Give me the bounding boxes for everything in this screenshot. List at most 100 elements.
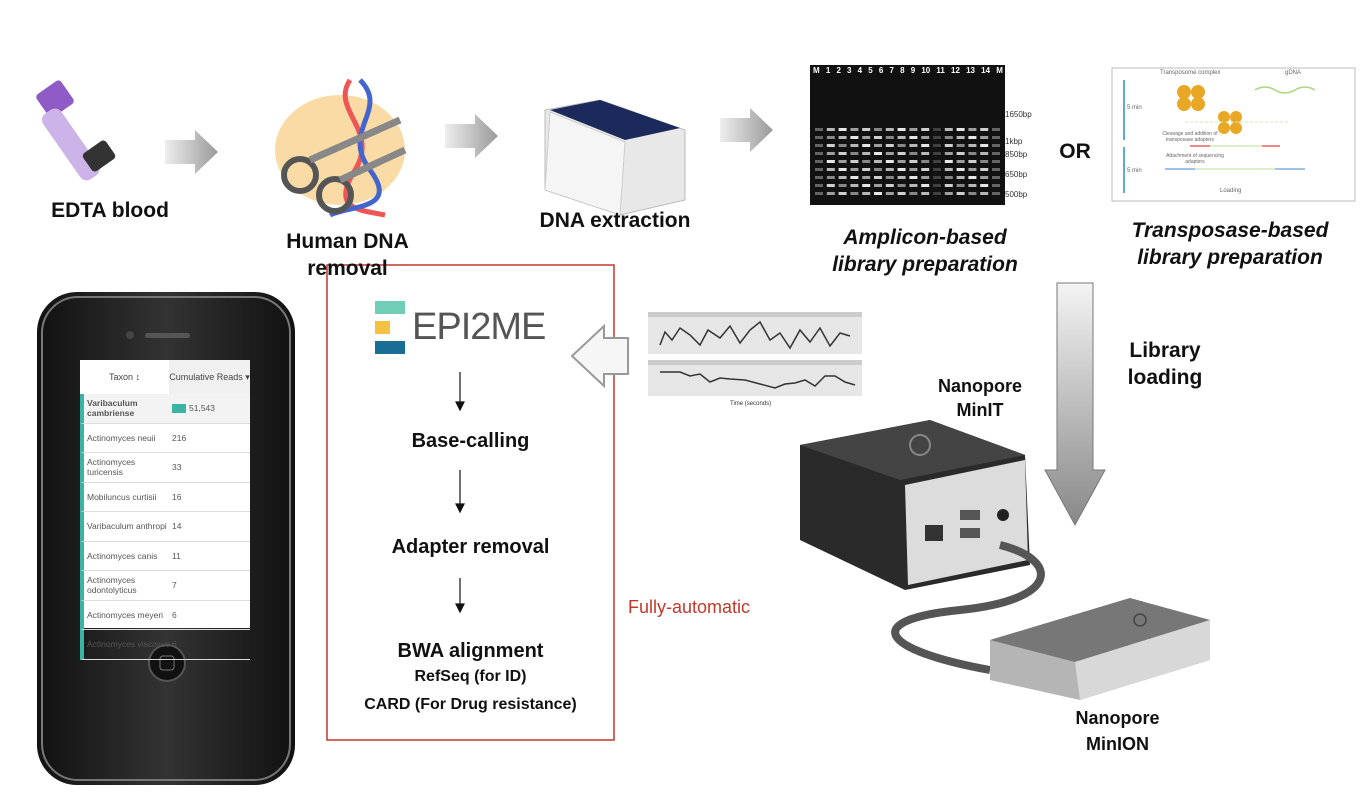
step-bwa-alignment: BWA alignment xyxy=(397,640,544,662)
gel-band xyxy=(968,128,977,131)
taxon-cell: Actinomyces viscosus xyxy=(87,639,171,650)
dna-extraction-machine-icon xyxy=(544,99,686,216)
gel-marker-label: 1kbp xyxy=(1005,137,1023,146)
gel-lane-label: 1 xyxy=(825,66,831,75)
gel-band xyxy=(944,184,953,187)
taxon-cell: Varibaculum anthropi xyxy=(87,521,167,532)
gel-electrophoresis-image xyxy=(810,65,1005,205)
reads-value: 6 xyxy=(172,609,177,620)
gel-band xyxy=(921,144,930,147)
signal-trace xyxy=(660,371,856,389)
gel-band xyxy=(874,152,882,155)
gel-band xyxy=(980,136,989,139)
gel-band xyxy=(980,176,989,179)
reads-cell: 14 xyxy=(172,521,250,531)
gel-band xyxy=(885,160,894,163)
gel-band xyxy=(862,136,871,139)
gel-band xyxy=(933,192,941,195)
gel-marker-label: 650bp xyxy=(1005,170,1028,179)
gel-band xyxy=(944,136,953,139)
reads-value: 6 xyxy=(172,639,177,650)
gel-band xyxy=(980,152,989,155)
scissors-dna-icon xyxy=(275,78,407,218)
gel-band xyxy=(944,152,953,155)
label-line: Human DNA xyxy=(286,230,409,253)
gel-band xyxy=(992,184,1000,187)
reads-value: 16 xyxy=(172,491,182,502)
column-header-cumulative-reads[interactable]: Cumulative Reads ▾ xyxy=(169,360,250,394)
label-line: MinION xyxy=(1086,734,1149,754)
usb-cable xyxy=(891,541,1045,674)
table-row[interactable]: Actinomyces meyeri 6 xyxy=(80,600,250,630)
gel-band xyxy=(815,152,823,155)
arrow-right-icon xyxy=(445,114,498,158)
gel-band xyxy=(933,168,941,171)
minion-label: Nanopore MinION xyxy=(1050,705,1185,757)
gel-band xyxy=(874,136,882,139)
gel-band xyxy=(826,192,835,195)
gel-band xyxy=(980,192,989,195)
gel-band xyxy=(933,184,941,187)
reads-value: 33 xyxy=(172,462,182,473)
reads-value: 51,543 xyxy=(189,403,215,414)
label-line: Transposase-based xyxy=(1131,219,1329,242)
gel-band xyxy=(933,176,941,179)
label-line: Nanopore xyxy=(1075,708,1160,728)
gel-band xyxy=(850,152,859,155)
minit-label: Nanopore MinIT xyxy=(915,374,1045,422)
step-transposase-library: Transposase-based library preparation xyxy=(1110,217,1350,271)
gel-marker-label: 1650bp xyxy=(1005,110,1032,119)
gel-band xyxy=(885,152,894,155)
reads-cell: 6 xyxy=(172,639,250,649)
gel-band xyxy=(838,128,847,131)
gel-band xyxy=(933,152,941,155)
column-header-taxon[interactable]: Taxon ↕ xyxy=(108,372,141,382)
gel-band xyxy=(850,128,859,131)
gel-band xyxy=(956,128,965,131)
phone-screen-table: Taxon ↕ Cumulative Reads ▾ Varibaculum c… xyxy=(80,360,250,660)
gel-lane-label: 10 xyxy=(921,66,931,75)
figure-label: Loading xyxy=(1220,188,1242,194)
label-line: loading xyxy=(1127,366,1203,389)
figure-label: Cleavage and addition of transposase ada… xyxy=(1162,131,1218,143)
gel-band xyxy=(933,136,941,139)
gel-band xyxy=(815,136,823,139)
gel-lane-label: 5 xyxy=(868,66,873,75)
gel-band xyxy=(992,192,1000,195)
figure-label: 5 min xyxy=(1127,168,1142,174)
gel-band xyxy=(874,168,882,171)
gel-lane-label: 7 xyxy=(889,66,894,75)
gel-band xyxy=(992,136,1000,139)
gel-band xyxy=(815,184,823,187)
gel-lane-label: 3 xyxy=(847,66,852,75)
arrow-right-icon xyxy=(720,108,773,152)
label-line: MinIT xyxy=(956,400,1004,420)
gel-band xyxy=(980,144,989,147)
table-row[interactable]: Varibaculum anthropi 14 xyxy=(80,512,250,542)
gel-band xyxy=(968,144,977,147)
taxon-cell: Actinomyces meyeri xyxy=(87,609,164,620)
gel-band xyxy=(850,192,859,195)
taxon-cell: Actinomyces odontolyticus xyxy=(87,575,137,596)
gel-band xyxy=(897,184,906,187)
or-label: OR xyxy=(1059,140,1091,163)
gel-band xyxy=(897,136,906,139)
gel-band xyxy=(897,160,906,163)
reads-cell: 33 xyxy=(172,462,250,472)
gel-band xyxy=(921,136,930,139)
gel-band xyxy=(944,144,953,147)
reads-cell: 51,543 xyxy=(172,403,250,413)
gel-lane-label: 12 xyxy=(951,66,960,75)
gel-band xyxy=(968,168,977,171)
pipeline-box xyxy=(326,264,615,741)
gel-band xyxy=(838,144,847,147)
gel-band xyxy=(921,160,930,163)
gel-band xyxy=(815,144,823,147)
